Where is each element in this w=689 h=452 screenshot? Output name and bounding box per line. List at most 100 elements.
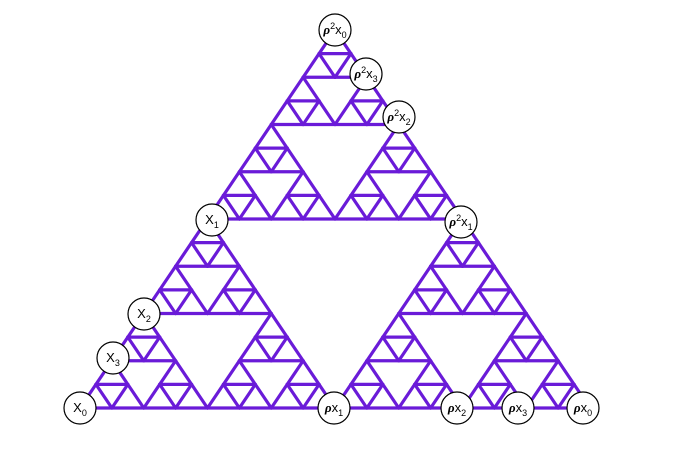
vertex-node-r2x2: ρ2x2 bbox=[382, 100, 416, 134]
gasket-edge bbox=[460, 288, 481, 316]
gasket-edge bbox=[397, 146, 417, 174]
gasket-edge bbox=[413, 193, 433, 221]
variable-letter: x bbox=[335, 22, 342, 37]
gasket-edge bbox=[492, 382, 512, 410]
gasket-edge bbox=[333, 99, 353, 127]
gasket-edge bbox=[205, 241, 226, 268]
gasket-edge bbox=[381, 382, 401, 410]
gasket-edge bbox=[285, 382, 305, 410]
gasket-edge bbox=[174, 264, 194, 292]
index-subscript: 2 bbox=[406, 117, 411, 127]
gasket-edge bbox=[556, 382, 576, 410]
index-subscript: 3 bbox=[373, 74, 378, 84]
vertex-label: ρ2x2 bbox=[386, 108, 410, 127]
gasket-edge bbox=[269, 146, 289, 174]
gasket-edge bbox=[158, 288, 178, 316]
vertex-label: X3 bbox=[106, 350, 120, 368]
variable-letter: x bbox=[332, 400, 339, 415]
gasket-edge bbox=[301, 359, 321, 386]
vertex-label: ρ2x0 bbox=[322, 21, 346, 40]
gasket-edge bbox=[269, 193, 289, 221]
gasket-edge bbox=[237, 170, 257, 197]
gasket-edge bbox=[221, 288, 241, 316]
gasket-edge bbox=[221, 359, 241, 386]
gasket-edge bbox=[253, 311, 273, 339]
gasket-edge bbox=[413, 382, 433, 410]
gasket-edge bbox=[476, 288, 496, 316]
vertex-node-rx2: ρx2 bbox=[440, 391, 474, 425]
gasket-edge bbox=[285, 359, 305, 386]
vertex-label: ρx1 bbox=[324, 400, 343, 418]
gasket-edge bbox=[301, 52, 321, 79]
gasket-edge bbox=[476, 264, 496, 292]
gasket-edge bbox=[221, 241, 241, 268]
gasket-edge bbox=[142, 382, 162, 410]
gasket-edge bbox=[253, 288, 273, 316]
gasket-edge bbox=[285, 170, 305, 197]
vertex-circle bbox=[566, 391, 600, 425]
gasket-edge bbox=[237, 264, 257, 292]
gasket-edge bbox=[365, 359, 385, 386]
rho-symbol: ρ bbox=[386, 109, 394, 124]
variable-letter: x bbox=[455, 400, 462, 415]
gasket-edge bbox=[221, 264, 241, 292]
gasket-edge bbox=[492, 335, 512, 363]
vertex-circle bbox=[127, 297, 161, 331]
gasket-edge bbox=[349, 193, 369, 221]
power-superscript: 2 bbox=[330, 21, 335, 31]
vertex-label: ρ2x3 bbox=[353, 65, 377, 84]
gasket-edge bbox=[508, 335, 528, 363]
vertex-node-r2x3: ρ2x3 bbox=[349, 57, 383, 91]
vertex-circle bbox=[317, 391, 351, 425]
gasket-edges bbox=[78, 28, 592, 410]
vertex-circle bbox=[501, 391, 535, 425]
vertex-circle bbox=[349, 57, 383, 91]
gasket-edge bbox=[492, 264, 512, 292]
gasket-edge bbox=[381, 146, 401, 174]
rho-symbol: ρ bbox=[508, 400, 516, 415]
gasket-edge bbox=[349, 99, 369, 127]
gasket-edge bbox=[237, 359, 257, 386]
power-superscript: 2 bbox=[361, 65, 366, 75]
vertex-node-r2x1: ρ2x1 bbox=[444, 205, 478, 239]
gasket-edge bbox=[429, 170, 449, 197]
gasket-edge bbox=[237, 288, 257, 316]
gasket-edge bbox=[301, 75, 321, 103]
vertex-node-rx1: ρx1 bbox=[317, 391, 351, 425]
gasket-edge bbox=[253, 335, 273, 363]
gasket-edge bbox=[269, 335, 289, 363]
gasket-edge bbox=[189, 288, 210, 316]
vertex-label: X2 bbox=[137, 306, 151, 324]
variable-letter: X bbox=[205, 212, 214, 227]
gasket-edge bbox=[189, 382, 210, 410]
gasket-edge bbox=[508, 288, 528, 316]
gasket-edge bbox=[540, 382, 560, 410]
gasket-edge bbox=[349, 382, 369, 410]
vertex-node-x3: X3 bbox=[96, 341, 130, 375]
gasket-edge bbox=[269, 99, 289, 127]
variable-letter: X bbox=[73, 400, 82, 415]
gasket-edge bbox=[365, 193, 385, 221]
gasket-edge bbox=[460, 241, 481, 268]
gasket-edge bbox=[189, 241, 210, 268]
gasket-edge bbox=[365, 99, 385, 127]
gasket-edge bbox=[476, 382, 496, 410]
gasket-edge bbox=[524, 335, 544, 363]
gasket-edge bbox=[476, 359, 496, 386]
gasket-edge bbox=[126, 382, 146, 410]
vertex-label: ρx3 bbox=[508, 400, 527, 418]
vertex-label: ρx0 bbox=[573, 400, 592, 418]
gasket-edge bbox=[126, 335, 146, 363]
gasket-edge bbox=[174, 382, 194, 410]
vertex-label: ρ2x1 bbox=[448, 213, 472, 232]
gasket-edge bbox=[237, 335, 257, 363]
gasket-edge bbox=[253, 193, 273, 221]
gasket-edge bbox=[301, 193, 321, 221]
variable-letter: X bbox=[106, 350, 115, 365]
vertex-node-rx3: ρx3 bbox=[501, 391, 535, 425]
index-subscript: 2 bbox=[146, 314, 151, 324]
gasket-edge bbox=[301, 170, 321, 197]
gasket-edge bbox=[317, 99, 337, 127]
gasket-edge bbox=[174, 241, 194, 268]
gasket-edge bbox=[365, 335, 385, 363]
